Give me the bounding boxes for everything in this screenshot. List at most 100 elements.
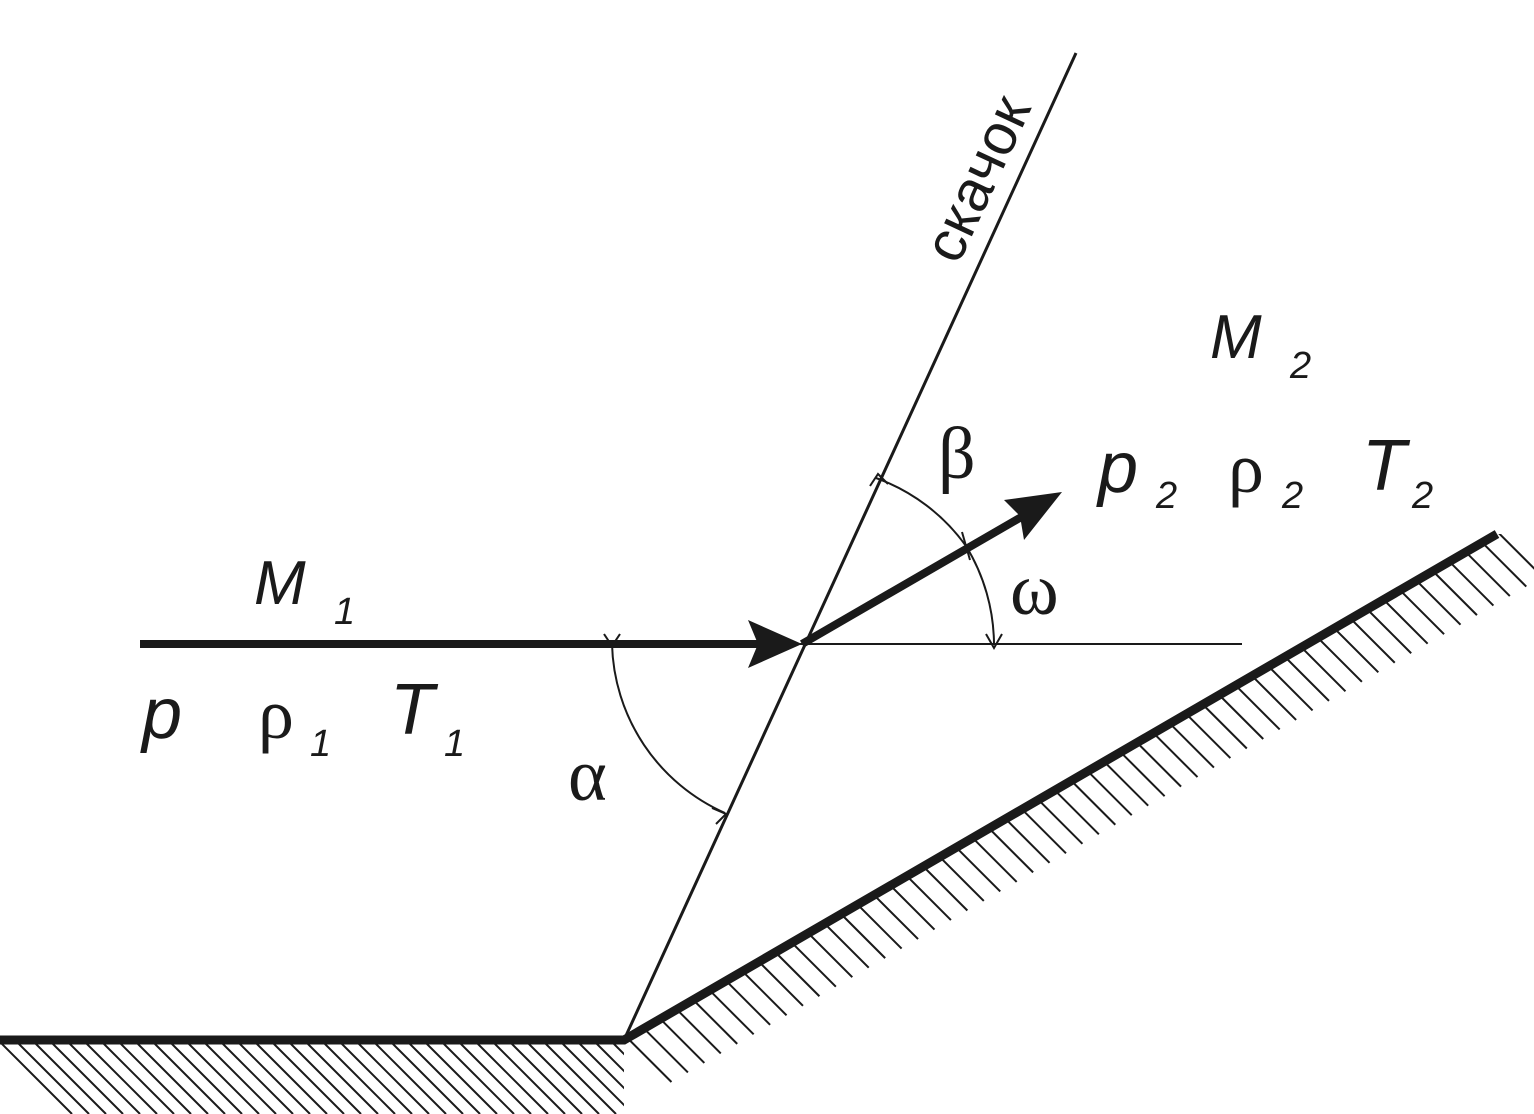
hatch-stroke [169,1042,243,1114]
hatch-stroke [1068,778,1117,826]
upstream-temperature-label: T [390,670,439,750]
hatch-stroke [33,1042,107,1114]
hatch-stroke [16,1042,90,1114]
hatch-stroke [407,1042,481,1114]
downstream-temperature-label: T [1362,426,1411,506]
hatch-stroke [1134,739,1182,788]
omega-arc [965,545,995,645]
hatch-stroke [657,1016,706,1064]
downstream-pressure-label: p [1096,428,1138,508]
hatch-stroke [1364,606,1412,654]
hatch-stroke [1315,635,1363,683]
hatch-stroke [789,940,837,988]
hatch-stroke [838,911,886,959]
hatch-stroke [1298,644,1347,693]
hatch-stroke [723,978,771,1026]
hatch-stroke [904,873,952,921]
incoming-flow-arrowhead [748,620,802,668]
wall-hatching-ramp [624,534,1534,1083]
hatch-stroke [1200,701,1248,750]
hatch-stroke [1085,768,1133,816]
hatch-stroke [0,1042,73,1114]
hatch-stroke [1002,816,1051,864]
hatch-stroke [854,901,903,950]
hatch-stroke [186,1042,260,1114]
hatch-stroke [706,987,755,1036]
hatch-stroke [594,1042,624,1073]
downstream-density-label: ρ [1228,428,1264,508]
hatch-stroke [390,1042,464,1114]
hatch-stroke [1430,568,1478,616]
hatch-stroke [577,1042,624,1090]
downstream-pressure-subscript: 2 [1155,475,1177,517]
hatch-stroke [1232,682,1281,731]
hatch-stroke [871,892,919,940]
hatch-stroke [1167,720,1215,769]
hatch-stroke [1183,711,1232,759]
hatch-stroke [560,1042,624,1107]
hatch-stroke [305,1042,379,1114]
hatch-stroke [492,1042,566,1114]
hatch-stroke [135,1042,209,1114]
hatch-stroke [1446,558,1495,607]
hatch-stroke [50,1042,124,1114]
hatch-stroke [441,1042,515,1114]
upstream-pressure-label: p [140,674,182,754]
hatch-stroke [663,1042,735,1114]
hatch-stroke [118,1042,192,1114]
hatch-stroke [1495,534,1534,578]
hatch-stroke [152,1042,226,1114]
hatch-stroke [1249,673,1297,721]
hatch-stroke [220,1042,294,1114]
hatch-stroke [254,1042,328,1114]
hatch-stroke [356,1042,430,1114]
hatch-stroke [739,968,788,1017]
hatch-stroke [1413,577,1462,626]
hatch-stroke [1348,616,1396,664]
arc-ticks [603,472,1003,825]
hatch-stroke [953,844,1001,893]
hatch-stroke [543,1042,617,1114]
hatch-stroke [969,835,1018,883]
hatch-stroke [322,1042,396,1114]
hatch-stroke [805,930,853,978]
hatch-stroke [674,1006,722,1055]
hatch-stroke [1397,587,1445,635]
hatch-stroke [887,882,936,931]
omega-label: ω [1010,549,1059,631]
downstream-density-subscript: 2 [1281,475,1303,517]
hatch-stroke [1463,549,1511,597]
hatch-stroke [920,863,969,912]
hatch-stroke [1380,597,1429,645]
hatch-stroke [629,1042,701,1114]
hatch-stroke [680,1042,752,1114]
hatch-stroke [1331,625,1380,674]
alpha-label: α [568,735,607,817]
hatch-stroke [1265,663,1314,712]
hatch-stroke [624,1035,673,1083]
hatch-stroke [84,1042,158,1114]
downstream-mach-label: M [1210,303,1262,372]
upstream-density-label: ρ [258,674,294,754]
hatch-stroke [690,997,738,1045]
hatch-stroke [271,1042,345,1114]
hatch-stroke [641,1025,689,1074]
hatch-stroke [1150,730,1199,778]
hatch-stroke [1101,758,1149,807]
hatch-stroke [1019,806,1067,855]
upstream-mach-subscript: 1 [334,591,355,633]
hatch-stroke [937,854,985,902]
hatch-stroke [475,1042,549,1114]
hatch-stroke [203,1042,277,1114]
hatch-stroke [526,1042,600,1114]
downstream-mach-subscript: 2 [1289,345,1311,387]
alpha-arc [611,643,726,814]
hatch-stroke [772,949,821,997]
upstream-mach-label: M [254,549,306,618]
beta-label: β [938,413,976,495]
upstream-temperature-subscript: 1 [444,723,465,765]
hatch-stroke [373,1042,447,1114]
hatch-stroke [509,1042,583,1114]
hatch-stroke [339,1042,413,1114]
